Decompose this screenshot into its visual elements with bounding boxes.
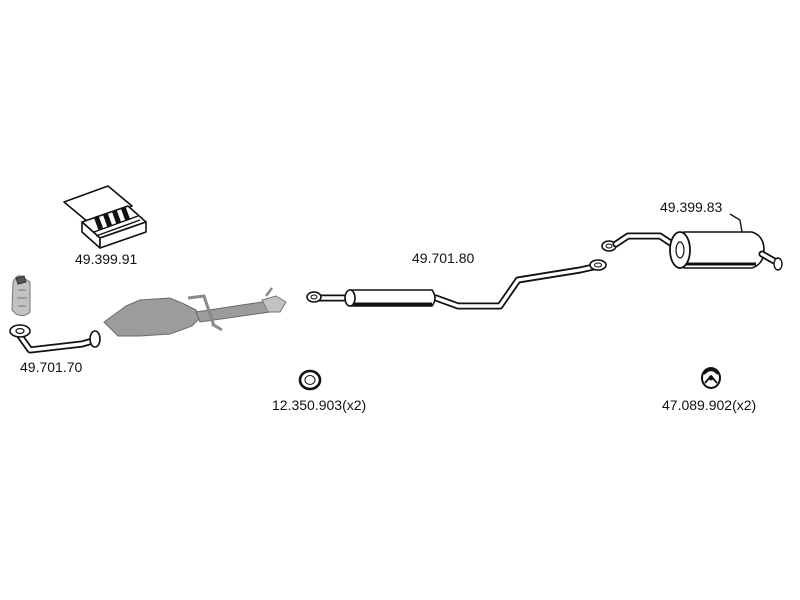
rear-silencer-leader-line	[729, 213, 743, 233]
gasket-ring-label[interactable]: 12.350.903(x2)	[272, 397, 366, 413]
middle-silencer-label[interactable]: 49.701.80	[412, 250, 474, 266]
mounting-kit-label[interactable]: 49.399.91	[75, 251, 137, 267]
front-pipe[interactable]	[9, 324, 101, 354]
front-pipe-flange-right	[89, 330, 101, 348]
front-pipe-flange-left	[9, 324, 31, 338]
rubber-mount[interactable]	[701, 367, 721, 389]
middle-silencer-outlet-flange	[589, 259, 607, 271]
middle-silencer-inlet-flange	[306, 291, 322, 303]
rear-silencer-body	[669, 231, 765, 269]
middle-silencer-body	[344, 289, 436, 307]
front-pipe-label[interactable]: 49.701.70	[20, 359, 82, 375]
middle-silencer[interactable]	[306, 259, 607, 310]
rear-silencer-inlet-flange	[601, 240, 617, 252]
kit-contents-icon	[93, 206, 141, 237]
hanger-rubber-icon	[11, 275, 31, 317]
rubber-mount-label[interactable]: 47.089.902(x2)	[662, 397, 756, 413]
catalytic-converter[interactable]	[103, 287, 287, 337]
gasket-ring[interactable]	[298, 369, 322, 391]
rear-silencer[interactable]	[601, 231, 783, 271]
rear-silencer-label[interactable]: 49.399.83	[660, 199, 722, 215]
mounting-kit-box[interactable]	[63, 185, 147, 249]
